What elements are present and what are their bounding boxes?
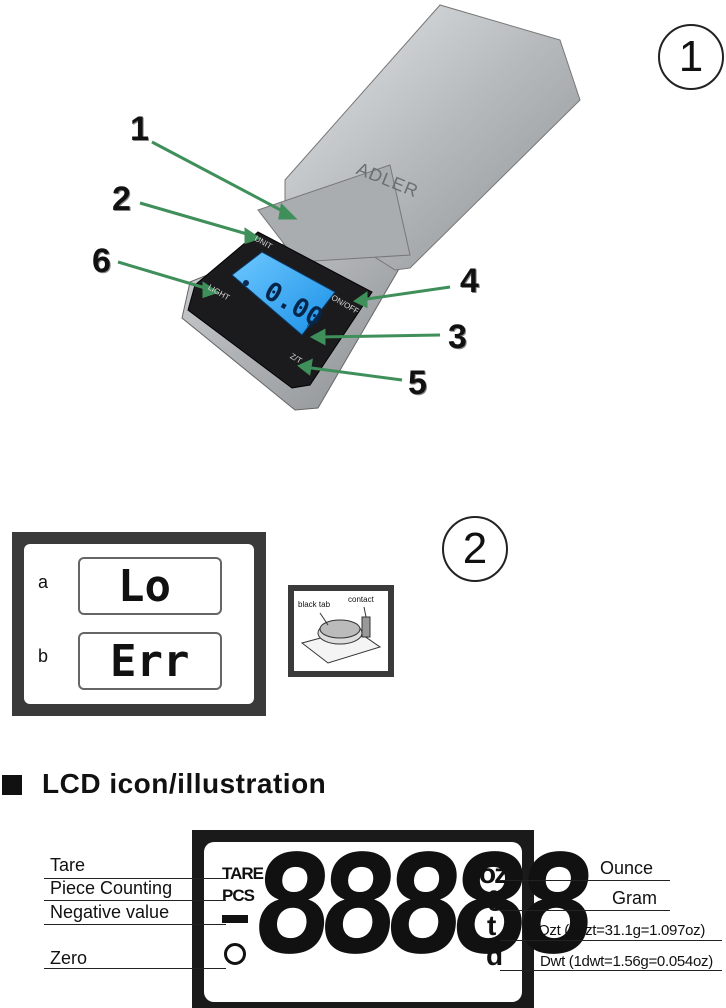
label-piece-counting: Piece Counting — [50, 878, 173, 898]
leader-zero — [44, 968, 226, 969]
section-bullet — [2, 775, 22, 795]
label-ounce: Ounce — [600, 858, 654, 878]
pcs-icon: PCS — [222, 886, 255, 905]
display-lo-text: Lo — [118, 561, 171, 612]
callout-5: 5 — [408, 364, 427, 402]
lcd-frame — [192, 830, 534, 1008]
figure-1-number: 1 — [658, 24, 724, 90]
label-dwt: Dwt (1dwt=1.56g=0.054oz) — [540, 953, 713, 970]
callout-3: 3 — [448, 318, 467, 356]
label-zero: Zero — [50, 948, 88, 968]
unit-oz-icon: oz — [479, 858, 508, 889]
black-tab-label: black tab — [298, 600, 331, 609]
unit-g-icon: g — [487, 880, 505, 911]
callout-6: 6 — [92, 242, 111, 280]
leader-gram — [500, 910, 670, 911]
row-a-label: a — [38, 572, 49, 592]
leader-dwt — [500, 970, 722, 971]
display-err: Err — [78, 632, 222, 690]
negative-icon — [222, 915, 248, 923]
tare-icon: TARE — [222, 864, 264, 883]
leader-tare — [44, 878, 226, 879]
display-err-text: Err — [110, 636, 190, 687]
label-tare: Tare — [50, 855, 86, 875]
battery-drawing — [300, 606, 382, 664]
leader-piece-counting — [44, 900, 226, 901]
leader-ounce — [500, 880, 670, 881]
lcd-inner — [204, 842, 522, 1002]
zero-icon — [224, 943, 246, 965]
callout-4: 4 — [460, 262, 479, 300]
scale-illustration — [117, 4, 581, 411]
unit-t-icon: t — [487, 910, 497, 941]
lcd-screen — [231, 251, 336, 336]
label-negative-value: Negative value — [50, 902, 170, 922]
callout-2: 2 — [112, 180, 131, 218]
battery-illustration: black tab contact — [288, 585, 394, 677]
leader-negative-value — [44, 924, 226, 925]
section-heading: LCD icon/illustration — [42, 768, 327, 799]
row-b-label: b — [38, 646, 49, 666]
zero-indicator — [243, 280, 249, 286]
contact-label: contact — [348, 595, 374, 604]
figure-2-number: 2 — [442, 516, 508, 582]
figure-1: 1 — [0, 0, 726, 440]
unit-d-icon: d — [486, 940, 504, 971]
leader-ozt — [500, 940, 722, 941]
display-lo: Lo — [78, 557, 222, 615]
lcd-digits: 88888 — [246, 827, 587, 985]
weighing-pan — [257, 164, 411, 263]
label-gram: Gram — [612, 888, 657, 908]
callout-1: 1 — [130, 110, 149, 148]
label-ozt: Ozt (1ozt=31.1g=1.097oz) — [538, 922, 706, 939]
figure-2-panel: a Lo b Err — [12, 532, 266, 716]
